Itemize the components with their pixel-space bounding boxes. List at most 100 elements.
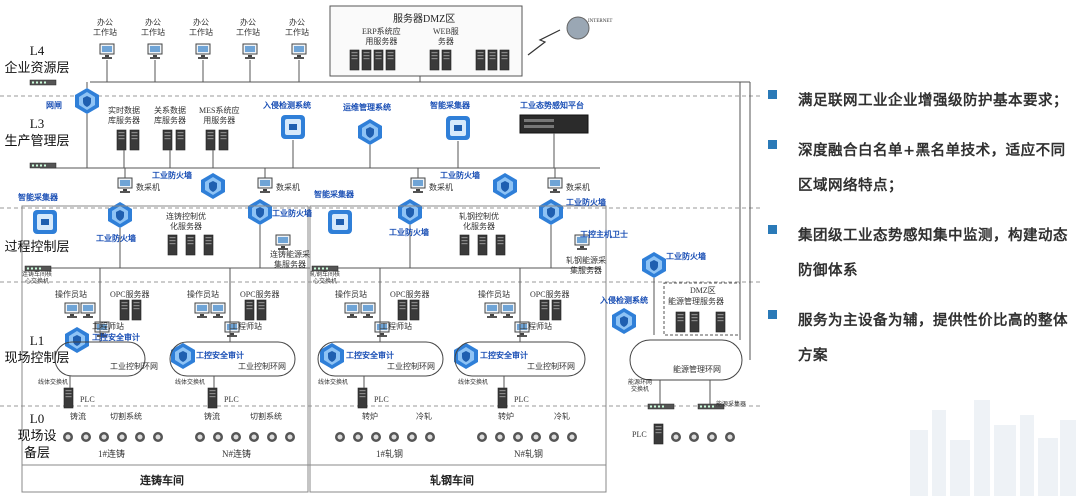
- level-l0-label: L0 现场设 备层: [17, 411, 57, 460]
- collector-pc-label-1: 数采机: [136, 183, 160, 192]
- network-architecture-diagram: L4 企业资源层 L3 生产管理层 过程控制层 L1 现场控制层 L0 现场设 …: [0, 5, 760, 493]
- cast-energy-label: 连铸能源采 集服务器: [270, 250, 310, 269]
- web-label: WEB服 务器: [433, 27, 459, 46]
- firewall-label-6: 工业防火墙: [389, 228, 429, 237]
- level-l1-label: L1 现场控制层: [4, 333, 70, 365]
- ws-label-4: 办公 工作站: [236, 18, 260, 37]
- host-guard-label: 工控主机卫士: [580, 230, 628, 239]
- ring-label-1: 工业控制环网: [110, 362, 158, 371]
- realtime-db-label: 实时数据 库服务器: [108, 106, 140, 125]
- line-switch-label-2: 线体交换机: [175, 380, 206, 386]
- converter-label-1: 转炉: [362, 412, 378, 421]
- dmz2-title: DMZ区: [690, 286, 716, 295]
- l4-workstations: [99, 43, 307, 60]
- gateway-label: 网闸: [46, 101, 62, 110]
- mes-label: MES系统应 用服务器: [199, 106, 240, 125]
- bullet-text: 服务为主设备为辅，提供性价比高的整体方案: [798, 313, 1068, 364]
- plc-l0-label: PLC: [632, 430, 647, 439]
- collector-pc-label-2: 数采机: [276, 183, 300, 192]
- erp-label: ERP系统应 用服务器: [362, 27, 401, 46]
- level-l2-label: 过程控制层: [4, 239, 70, 254]
- roll-ctrl-label: 轧钢控制优 化服务器: [459, 212, 499, 231]
- bullet-square-icon: [768, 310, 777, 319]
- dmz2-box: [663, 282, 741, 336]
- cast-opt-label: 连铸控制优 化服务器: [166, 212, 206, 231]
- roll-switch-label: 轧钢车间核 心交换机: [310, 272, 341, 285]
- ws-label-1: 办公 工作站: [93, 18, 117, 37]
- plc-label-1: PLC: [80, 395, 95, 404]
- energy-switch-label: 能源环网 交换机: [628, 380, 653, 393]
- converter-label-2: 转炉: [498, 412, 514, 421]
- plc-label-2: PLC: [224, 395, 239, 404]
- situation-label: 工业态势感知平台: [520, 101, 584, 110]
- cast-workshop-frame: [21, 205, 309, 493]
- opc-label-3: OPC服务器: [390, 290, 430, 299]
- line-switch-label-4: 线体交换机: [458, 380, 489, 386]
- bullet-item: 集团级工业态势感知集中监测，构建动态防御体系: [768, 219, 1073, 289]
- operator-label-1: 操作员站: [55, 290, 87, 299]
- firewall-label-3: 工业防火墙: [272, 209, 312, 218]
- ring-label-4: 工业控制环网: [527, 362, 575, 371]
- ring-label-3: 工业控制环网: [387, 362, 435, 371]
- plc-label-3: PLC: [374, 395, 389, 404]
- collector-pc-label-3: 数采机: [429, 183, 453, 192]
- ws-label-5: 办公 工作站: [285, 18, 309, 37]
- energy-ring: [629, 339, 743, 381]
- bullet-item: 服务为主设备为辅，提供性价比高的整体方案: [768, 304, 1073, 374]
- line1-cast-label: 1#连铸: [98, 449, 126, 459]
- audit-label-1: 工控安全审计: [92, 333, 140, 342]
- collector-l3-label: 智能采集器: [430, 101, 470, 110]
- plc-row: [63, 387, 508, 409]
- ws-label-2: 办公 工作站: [141, 18, 165, 37]
- energy-srv-label: 能源管理服务器: [668, 297, 724, 306]
- internet-label: INTERNET: [588, 19, 613, 24]
- energy-ring-label: 能源管理环网: [673, 365, 721, 374]
- audit-label-3: 工控安全审计: [346, 351, 394, 360]
- operator-label-2: 操作员站: [187, 290, 219, 299]
- energy-collect-label: 能源采集器: [716, 402, 747, 408]
- level-l3-label: L3 生产管理层: [4, 116, 70, 148]
- roll-energy-label: 轧钢能源采 集服务器: [566, 256, 606, 275]
- line-switch-label-1: 线体交换机: [38, 380, 69, 386]
- operator-label-4: 操作员站: [478, 290, 510, 299]
- opc-label-4: OPC服务器: [530, 290, 570, 299]
- firewall-label-1: 工业防火墙: [152, 171, 192, 180]
- city-skyline-decoration: [910, 400, 1076, 496]
- engineer-label-4: 工程师站: [520, 322, 552, 331]
- opc-label-2: OPC服务器: [240, 290, 280, 299]
- ops-label: 运维管理系统: [343, 103, 391, 112]
- collector-l3-icon: [446, 116, 470, 140]
- l1-group-2: [169, 299, 296, 377]
- firewall-label-5: 工业防火墙: [96, 234, 136, 243]
- bullet-square-icon: [768, 140, 777, 149]
- l3-servers: [116, 129, 229, 151]
- bullet-square-icon: [768, 225, 777, 234]
- cast-switch-label: 连铸车间核 心交换机: [22, 272, 53, 285]
- cold-roll-label-1: 冷轧: [416, 412, 432, 421]
- line-switch-label-3: 线体交换机: [318, 380, 349, 386]
- bullet-square-icon: [768, 90, 777, 99]
- ids-icon: [281, 115, 305, 139]
- lineN-cast-label: N#连铸: [222, 449, 251, 459]
- ws-label-3: 办公 工作站: [189, 18, 213, 37]
- dmz-top-title: 服务器DMZ区: [393, 14, 456, 25]
- feature-bullet-list: 满足联网工业企业增强级防护基本要求； 深度融合白名单+黑名单技术，适应不同区域网…: [768, 84, 1073, 389]
- engineer-label-1: 工程师站: [92, 322, 124, 331]
- ids-label: 入侵检测系统: [263, 101, 311, 110]
- engineer-label-3: 工程师站: [380, 322, 412, 331]
- bullet-text: 满足联网工业企业增强级防护基本要求；: [798, 93, 1068, 109]
- collector-pc-label-4: 数采机: [566, 183, 590, 192]
- lineN-roll-label: N#轧钢: [514, 449, 543, 459]
- roll-workshop-label: 轧钢车间: [430, 475, 474, 487]
- roll-workshop-frame: [309, 205, 607, 493]
- cutting-label-1: 切割系统: [110, 412, 142, 421]
- plc-label-4: PLC: [514, 395, 529, 404]
- ids2-label: 入侵检测系统: [600, 296, 648, 305]
- line1-roll-label: 1#轧钢: [376, 449, 404, 459]
- firewall-label-4: 工业防火墙: [566, 198, 606, 207]
- casting-label-1: 铸流: [70, 412, 86, 421]
- engineer-label-2: 工程师站: [230, 322, 262, 331]
- ring-label-2: 工业控制环网: [238, 362, 286, 371]
- level-l4-label: L4 企业资源层: [4, 43, 70, 75]
- casting-label-2: 铸流: [204, 412, 220, 421]
